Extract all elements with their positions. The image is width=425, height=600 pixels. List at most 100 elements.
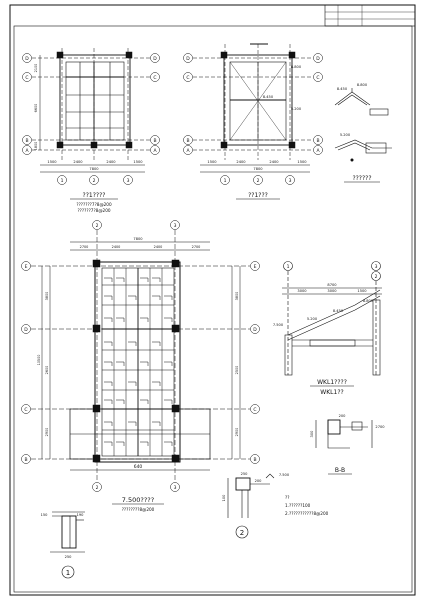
dim-text: 2400 (269, 160, 279, 164)
axis-label: D (24, 327, 28, 333)
notes-line: 1.??????100 (285, 503, 311, 508)
axis-label: A (186, 148, 190, 154)
axis-label: 3 (174, 223, 177, 229)
title-block (324, 4, 416, 27)
axis-label: C (253, 407, 256, 413)
level-label: 5.200 (340, 133, 351, 137)
dim-text: 190 (77, 513, 85, 517)
dim-text: 2400 (106, 160, 116, 164)
section-bb-labels: 300 2700 200 B-B (310, 414, 385, 475)
section-wkl-labels: 1 3 2 8700 3000 3000 1500 8.800 8.450 5.… (273, 264, 378, 396)
axis-label: C (25, 75, 28, 81)
axis-label: B (25, 138, 28, 144)
axis-label: C (316, 75, 319, 81)
view-title: WKL1???? (317, 379, 347, 386)
axis-label: E (254, 264, 257, 270)
axis-label: 3 (375, 264, 378, 270)
roof-plan-b-labels: D C B A D C B A 1 2 3 8.800 8.450 5.200 … (186, 56, 320, 200)
dim-text: 2400 (73, 160, 83, 164)
dim-total: 7800 (89, 167, 99, 171)
axis-label: A (153, 148, 157, 154)
view-subtitle: ????????8@200 (122, 507, 155, 512)
axis-label: C (186, 75, 189, 81)
level-label: 8.450 (263, 95, 274, 99)
level-label: 5.200 (291, 107, 302, 111)
level-label: 8.800 (363, 299, 374, 303)
view-title: 7.500???? (122, 496, 154, 504)
axis-label: 3 (127, 178, 130, 184)
dim-text: 1500 (133, 160, 143, 164)
dim-text: 300 (310, 430, 314, 438)
axis-label: B (316, 138, 319, 144)
axis-label: B (253, 457, 256, 463)
roof-plan-a-labels: D C B A D C B A 1 2 3 1500 2400 2400 150… (25, 56, 157, 213)
dim-total: 7800 (253, 167, 263, 171)
detail-1-labels: 150 190 250 1 (41, 513, 85, 577)
section-wkl (282, 261, 382, 376)
detail-1 (50, 511, 85, 579)
dim-text: 1500 (357, 289, 367, 293)
dim-text: 2400 (236, 160, 246, 164)
dim-total: 7800 (133, 237, 143, 241)
axis-label: D (253, 327, 257, 333)
dim-text: 3000 (297, 289, 307, 293)
view-title: ??1??? (248, 192, 268, 199)
section-bb (315, 419, 373, 449)
notes-heading: ?? (285, 495, 289, 500)
notes: ?? 1.??????100 2.???????????8@200 (285, 495, 329, 516)
level-label: 5.200 (307, 317, 318, 321)
floor-plan (21, 220, 260, 492)
axis-label: E (25, 264, 28, 270)
view-subtitle: WKL1?? (320, 389, 343, 396)
axis-label: D (186, 56, 190, 62)
detail-number: 1 (66, 569, 70, 577)
dim-text: 2700 (375, 425, 385, 429)
axis-label: B (186, 138, 189, 144)
center-label: 640 (134, 464, 143, 470)
roof-plan-b (183, 43, 323, 185)
axis-label: 3 (289, 178, 292, 184)
dim-text: 3800 (235, 292, 239, 301)
dim-total: 8700 (327, 283, 337, 287)
axis-label: 2 (257, 178, 260, 184)
axis-label: A (25, 148, 29, 154)
axis-label: 1 (287, 264, 290, 270)
dim-text: 250 (65, 555, 73, 559)
dim-text: 3800 (45, 292, 49, 301)
ridge-detail (334, 88, 392, 162)
axis-label: C (24, 407, 27, 413)
axis-label: 1 (224, 178, 227, 184)
level-label: 8.800 (291, 65, 302, 69)
axis-label: 1 (61, 178, 64, 184)
axis-label: C (153, 75, 156, 81)
dim-text: 200 (339, 414, 347, 418)
dim-text: 2100 (34, 64, 38, 73)
axis-label: B (24, 457, 27, 463)
dim-text: 2900 (235, 428, 239, 437)
dim-text: 2600 (45, 366, 49, 375)
axis-label: A (316, 148, 320, 154)
dim-text: 2500 (235, 366, 239, 375)
notes-line: 2.???????????8@200 (285, 511, 329, 516)
dim-text: 3000 (327, 289, 337, 293)
axis-label: D (153, 56, 157, 62)
dim-text: 1500 (207, 160, 217, 164)
axis-label: D (316, 56, 320, 62)
axis-label: D (25, 56, 29, 62)
axis-label: 2 (93, 178, 96, 184)
dim-total: 10500 (37, 355, 41, 366)
dim-text: 1500 (47, 160, 57, 164)
dim-text: 2900 (45, 428, 49, 437)
dim-text: 1500 (297, 160, 307, 164)
axis-label: 2 (96, 223, 99, 229)
level-label: 8.450 (333, 309, 344, 313)
view-title: ?????? (352, 175, 371, 182)
view-title: ??1???? (83, 192, 106, 199)
view-title: B-B (335, 467, 345, 474)
inner-border (13, 25, 413, 593)
axis-label: 2 (96, 485, 99, 491)
axis-label: 3 (174, 485, 177, 491)
axis-label: 2 (375, 274, 378, 280)
level-label: 8.800 (357, 83, 368, 87)
